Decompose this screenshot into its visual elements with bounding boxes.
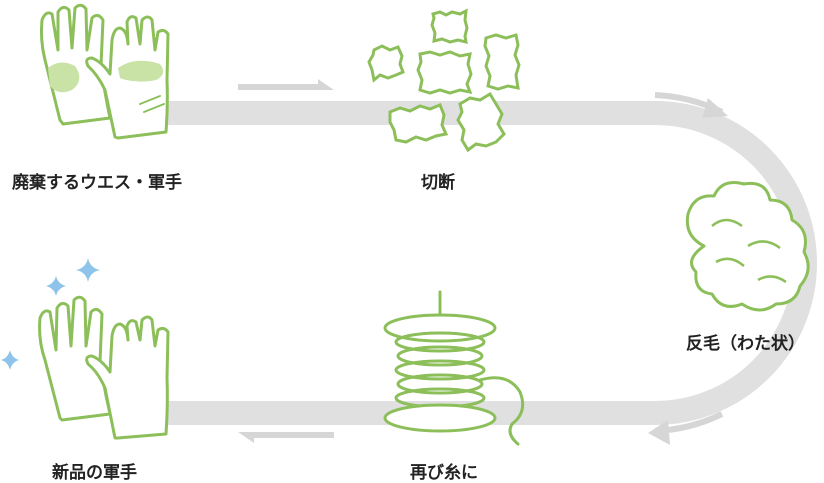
thread-spool-icon	[383, 290, 525, 446]
step-label-cutting: 切断	[421, 173, 455, 193]
flow-arrow-bottom	[238, 432, 334, 443]
cut-pieces-icon	[367, 8, 521, 153]
step-label-thread: 再び糸に	[410, 463, 478, 483]
dirty-gloves-icon	[39, 3, 170, 140]
new-gloves-icon	[38, 295, 170, 440]
sparkle-icon	[1, 350, 19, 370]
step-label-fluff: 反毛（わた状）	[686, 334, 805, 354]
step-label-waste-gloves: 廃棄するウエス・軍手	[12, 173, 182, 193]
sparkle-icon	[46, 276, 66, 296]
flow-arrow-curve-top	[654, 92, 728, 118]
step-label-new-gloves: 新品の軍手	[52, 463, 137, 483]
flow-arrow-top	[238, 79, 334, 90]
flow-arrow-curve-bottom	[648, 411, 724, 445]
sparkle-icon	[76, 258, 100, 282]
cotton-fluff-icon	[685, 181, 810, 312]
